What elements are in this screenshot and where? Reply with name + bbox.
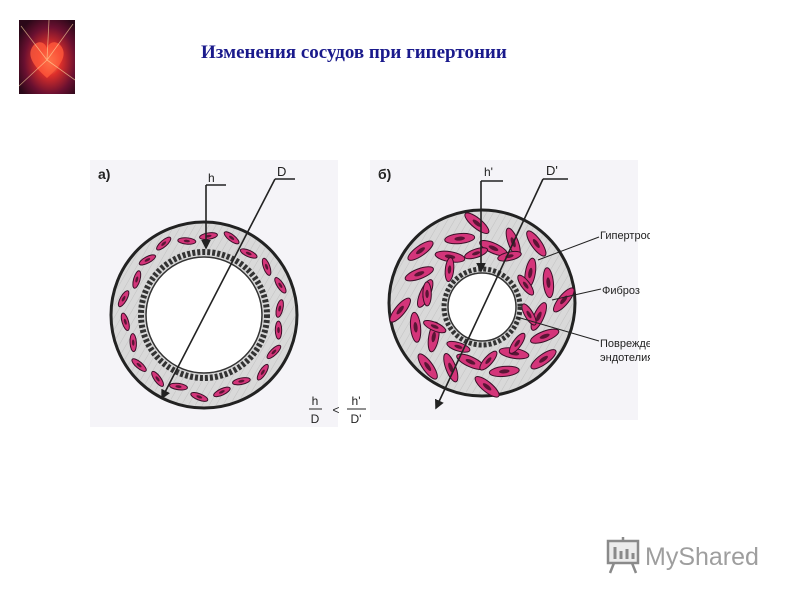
vessel-diagram: а) h D h D < h' D' б) h' D' Гипертрофия … bbox=[90, 160, 650, 427]
cell-nucleus bbox=[447, 265, 452, 274]
vessel-b-lumen bbox=[447, 272, 517, 342]
heart-logo-icon bbox=[19, 20, 75, 94]
thickness-label-b: h' bbox=[484, 165, 493, 179]
cell-nucleus bbox=[425, 289, 429, 299]
vessel-b-endothelium bbox=[441, 266, 523, 348]
cell-nucleus bbox=[396, 305, 404, 315]
cell-nucleus bbox=[526, 310, 532, 319]
cell-nucleus bbox=[424, 362, 432, 371]
callout-hypertrophy: Гипертрофия ГМК bbox=[600, 230, 650, 242]
cell-nucleus bbox=[522, 281, 529, 289]
cell-nucleus bbox=[196, 395, 203, 399]
cell-nucleus bbox=[413, 322, 418, 333]
cell-nucleus bbox=[161, 241, 167, 246]
cell-nucleus bbox=[278, 305, 282, 312]
thickness-label-a: h bbox=[208, 171, 215, 185]
cell-nucleus bbox=[528, 267, 533, 279]
cell-nucleus bbox=[414, 271, 425, 277]
cell-nucleus bbox=[264, 263, 269, 270]
cell-nucleus bbox=[260, 369, 265, 375]
cell-nucleus bbox=[535, 311, 542, 322]
watermark-text: MyShared bbox=[645, 543, 759, 571]
smooth-muscle-cells-b bbox=[389, 212, 575, 398]
cell-nucleus bbox=[144, 258, 151, 262]
formula-less-than: < bbox=[332, 403, 339, 417]
myshared-watermark: MyShared bbox=[606, 537, 759, 574]
smooth-muscle-cells-a bbox=[117, 231, 287, 402]
diameter-label-a: D bbox=[277, 164, 286, 179]
callout-endothelium-line1: Повреждение bbox=[600, 338, 650, 350]
cell-nucleus bbox=[416, 247, 425, 255]
ratio-formula: h D < h' D' bbox=[309, 394, 366, 426]
cell-nucleus bbox=[546, 277, 551, 288]
cell-nucleus bbox=[472, 251, 481, 256]
cell-nucleus bbox=[183, 239, 190, 243]
cell-nucleus bbox=[121, 295, 126, 302]
panel-b-label: б) bbox=[378, 166, 391, 182]
callout-line-endothelium bbox=[516, 316, 600, 342]
cell-nucleus bbox=[454, 236, 465, 241]
formula-h: h bbox=[312, 394, 319, 408]
formula-h-prime: h' bbox=[352, 394, 361, 408]
panel-b: б) h' D' Гипертрофия ГМК Фиброз Поврежде… bbox=[378, 163, 650, 410]
callout-fibrosis: Фиброз bbox=[602, 285, 640, 297]
cell-nucleus bbox=[499, 369, 510, 374]
cell-nucleus bbox=[155, 376, 160, 382]
cell-nucleus bbox=[136, 362, 142, 368]
cell-nucleus bbox=[123, 318, 127, 325]
cell-nucleus bbox=[485, 357, 492, 364]
presentation-board-icon bbox=[606, 537, 640, 574]
diameter-label-b: D' bbox=[546, 163, 558, 178]
cell-nucleus bbox=[135, 276, 139, 283]
panel-a-label: а) bbox=[98, 166, 110, 182]
panel-a: а) h D bbox=[98, 164, 299, 410]
cell-nucleus bbox=[277, 327, 280, 334]
cell-nucleus bbox=[514, 339, 521, 347]
cell-nucleus bbox=[131, 339, 135, 346]
cell-nucleus bbox=[465, 358, 476, 365]
vessel-a-endothelium bbox=[138, 249, 270, 381]
cell-nucleus bbox=[430, 324, 439, 329]
cell-nucleus bbox=[431, 331, 436, 343]
cell-nucleus bbox=[219, 390, 225, 394]
cell-nucleus bbox=[238, 379, 245, 383]
cell-nucleus bbox=[539, 333, 550, 339]
formula-d: D bbox=[311, 412, 320, 426]
cell-nucleus bbox=[454, 344, 463, 349]
callout-endothelium-line2: эндотелия bbox=[600, 352, 650, 364]
cell-nucleus bbox=[444, 254, 456, 259]
diameter-line-b bbox=[435, 178, 544, 410]
cell-nucleus bbox=[229, 235, 235, 240]
cell-nucleus bbox=[539, 355, 548, 363]
callout-line-fibrosis bbox=[551, 288, 602, 301]
cell-nucleus bbox=[205, 234, 212, 238]
cell-nucleus bbox=[472, 219, 482, 227]
diameter-line-a bbox=[161, 178, 276, 400]
cell-nucleus bbox=[245, 251, 252, 256]
cell-nucleus bbox=[175, 385, 182, 388]
cell-nucleus bbox=[271, 349, 277, 355]
callout-line-hypertrophy bbox=[537, 236, 600, 261]
cell-nucleus bbox=[488, 245, 499, 252]
formula-d-prime: D' bbox=[351, 412, 362, 426]
slide-title: Изменения сосудов при гипертонии bbox=[201, 42, 507, 63]
cell-nucleus bbox=[448, 362, 454, 373]
cell-nucleus bbox=[482, 383, 492, 391]
cell-nucleus bbox=[278, 282, 283, 288]
cell-nucleus bbox=[560, 295, 568, 305]
cell-nucleus bbox=[532, 239, 540, 248]
